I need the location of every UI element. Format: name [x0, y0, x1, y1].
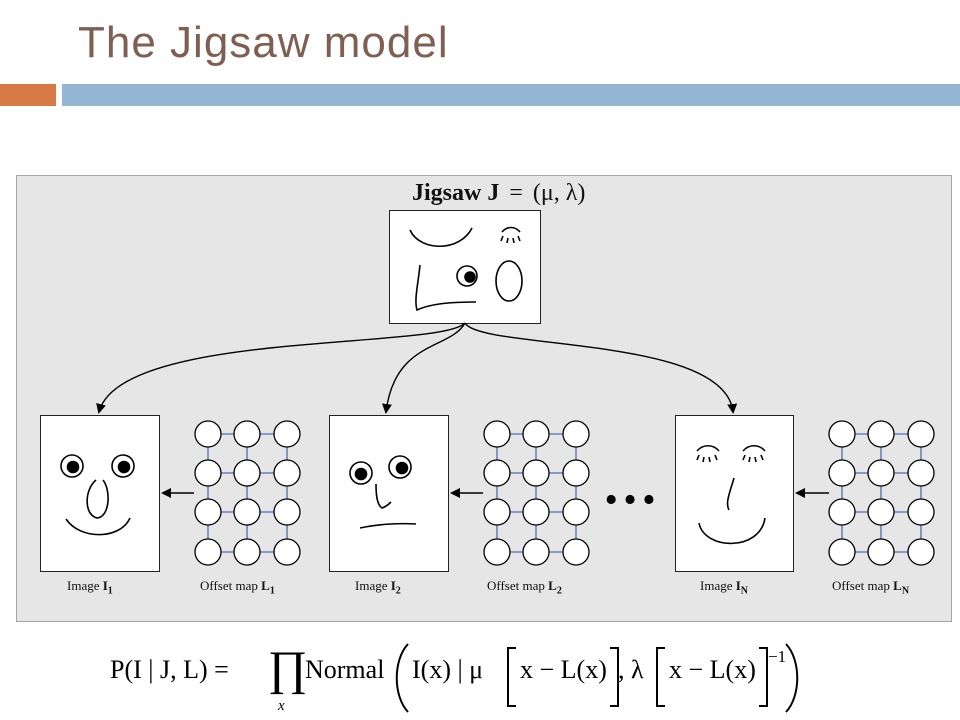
image-n: [675, 415, 794, 572]
caption-offset-map-2: Offset map L2: [487, 578, 562, 597]
slide-title: The Jigsaw model: [78, 18, 449, 67]
formula-lhs: P(I | J, L) =: [110, 655, 229, 684]
formula-exponent: −1: [768, 647, 786, 666]
jigsaw-pieces: [409, 226, 523, 312]
formula-normal: Normal: [305, 655, 384, 684]
formula-precision: , λ: [618, 655, 644, 684]
face-n: [696, 444, 766, 545]
jigsaw-name: Jigsaw J: [412, 180, 500, 206]
formula-offset-2: x − L(x): [669, 655, 756, 684]
jigsaw-equals: =: [509, 180, 523, 206]
bracket-open-2: [656, 647, 665, 707]
caption-image-n: Image IN: [700, 578, 749, 597]
bracket-close-2: [759, 647, 768, 707]
caption-offset-map-n: Offset map LN: [832, 578, 910, 597]
caption-image-1: Image I1: [67, 578, 113, 597]
likelihood-formula: P(I | J, L) = ∏ x Normal I(x) | μ x − L(…: [110, 642, 799, 714]
offset-map-grid-n: [828, 420, 935, 566]
offset-map-grid-2: [483, 420, 590, 566]
jigsaw-params: (μ, λ): [532, 180, 586, 206]
bracket-close-1: [610, 647, 619, 707]
arrows-from-jigsaw: [96, 322, 738, 414]
product-symbol: ∏: [268, 642, 308, 695]
image-1: [40, 415, 160, 572]
caption-image-2: Image I2: [355, 578, 401, 597]
accent-bar-blue: [62, 84, 960, 106]
jigsaw-label: Jigsaw J = (μ, λ): [412, 180, 585, 207]
accent-bar-orange: [0, 84, 56, 106]
image-2: [329, 415, 449, 572]
formula-offset-1: x − L(x): [520, 655, 607, 684]
product-subscript: x: [277, 698, 285, 714]
big-paren-close: [785, 643, 799, 713]
ellipsis: …: [602, 454, 658, 516]
face-1: [60, 454, 135, 536]
bracket-open-1: [507, 647, 516, 707]
face-2: [349, 455, 417, 529]
caption-offset-map-1: Offset map L1: [200, 578, 275, 597]
formula-mean-arg: I(x) | μ: [412, 655, 483, 684]
big-paren-open: [395, 643, 409, 713]
offset-map-grid-1: [194, 420, 301, 566]
